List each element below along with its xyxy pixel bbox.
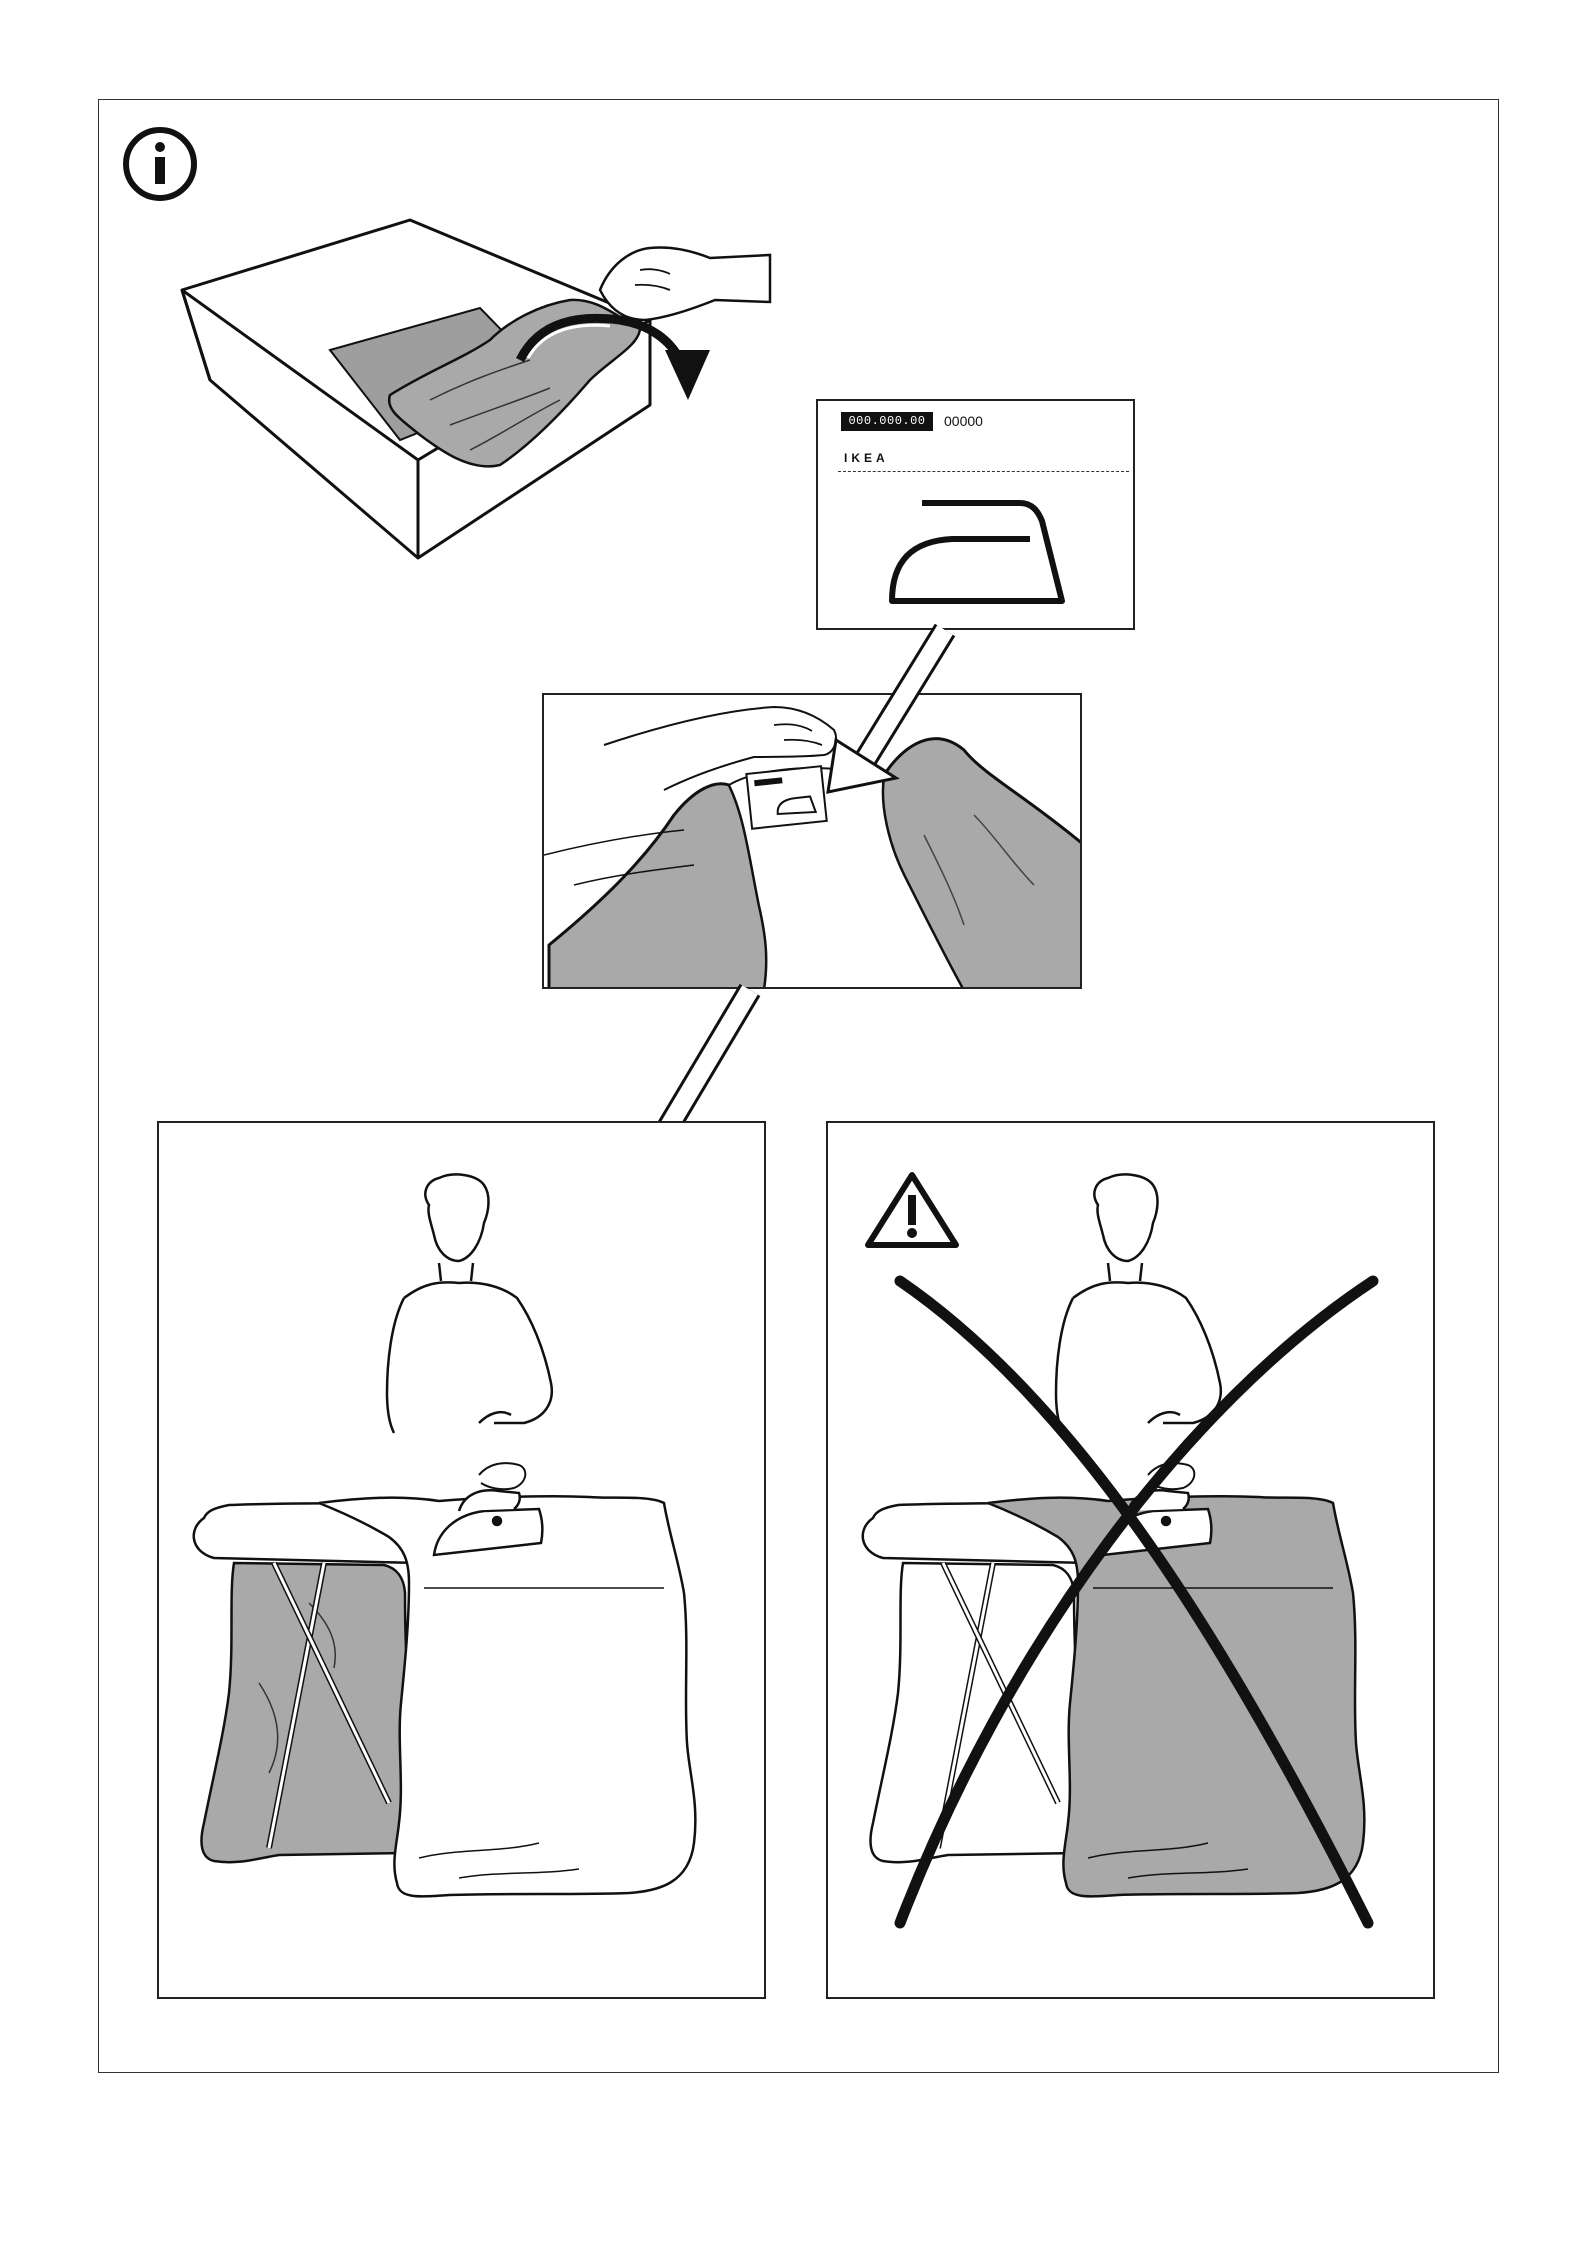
label-divider [838, 471, 1129, 472]
ironing-incorrect-panel [826, 1121, 1435, 1999]
care-label-panel: 000.000.00 00000 IKEA [816, 399, 1135, 630]
box-unpacking-illustration [170, 210, 830, 570]
person-ironing [387, 1174, 552, 1433]
label-check-panel [542, 693, 1082, 989]
iron-care-symbol-icon [882, 491, 1072, 611]
brand-name: IKEA [844, 451, 889, 465]
label-number: 00000 [944, 412, 983, 431]
info-icon [120, 124, 200, 204]
warning-triangle-icon [868, 1175, 956, 1245]
ironing-correct-panel [157, 1121, 766, 1999]
article-code: 000.000.00 [841, 412, 933, 431]
